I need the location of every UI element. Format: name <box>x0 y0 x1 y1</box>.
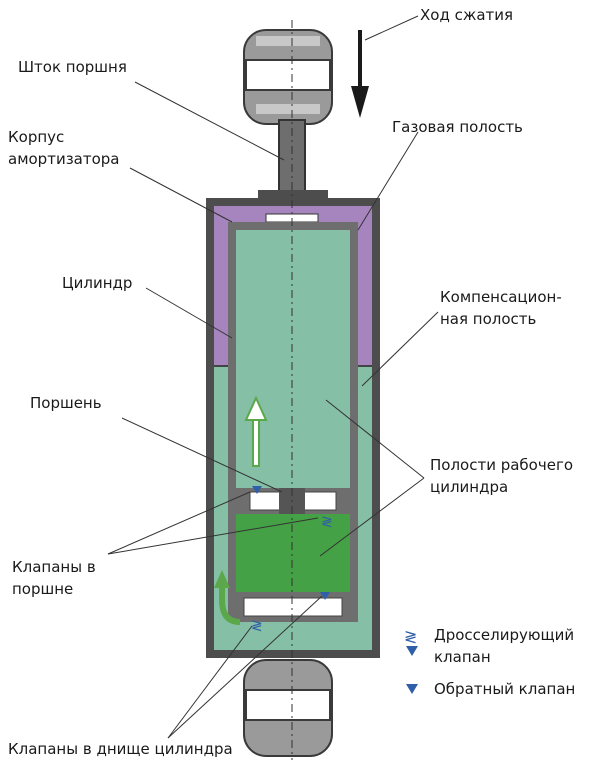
flow-arrow-icon <box>244 395 268 467</box>
check-valve-icon <box>320 592 330 600</box>
check-valve-icon <box>252 486 262 494</box>
label-stroke: Ход сжатия <box>420 6 513 24</box>
lower-chamber <box>236 514 350 592</box>
label-comp-1: Компенсацион- <box>440 288 562 306</box>
leader-lines <box>107 15 439 739</box>
label-cylinder: Цилиндр <box>62 274 132 292</box>
label-body-1: Корпус <box>8 128 64 146</box>
stroke-direction-arrow-icon <box>351 30 369 118</box>
legend-check-icon <box>406 684 418 694</box>
flow-arrow-icon <box>214 570 241 625</box>
label-rod: Шток поршня <box>18 58 127 76</box>
top-mount <box>243 29 333 125</box>
label-cavities-2: цилиндра <box>430 478 508 496</box>
label-bottom-valves: Клапаны в днище цилиндра <box>8 740 233 758</box>
legend-check-icon <box>406 646 418 656</box>
label-piston-valves-1: Клапаны в <box>12 558 96 576</box>
throttle-valve-icon: ≷ <box>251 618 263 634</box>
legend-throttle-icon: ≷ <box>404 627 417 646</box>
shock-body <box>206 190 380 658</box>
label-comp-2: ная полость <box>440 310 536 328</box>
throttle-valve-icon: ≷ <box>321 514 333 530</box>
legend-check: Обратный клапан <box>434 680 575 698</box>
legend-throttle-1: Дросселирующий <box>434 626 574 644</box>
bottom-mount <box>243 659 333 757</box>
label-piston-valves-2: поршне <box>12 580 73 598</box>
legend-throttle-2: клапан <box>434 648 491 666</box>
label-body-2: амортизатора <box>8 150 120 168</box>
piston <box>236 488 350 514</box>
label-gas: Газовая полость <box>392 118 523 136</box>
legend: ≷ Дросселирующий клапан Обратный клапан <box>404 626 575 698</box>
label-piston: Поршень <box>30 394 102 412</box>
label-cavities-1: Полости рабочего <box>430 456 573 474</box>
